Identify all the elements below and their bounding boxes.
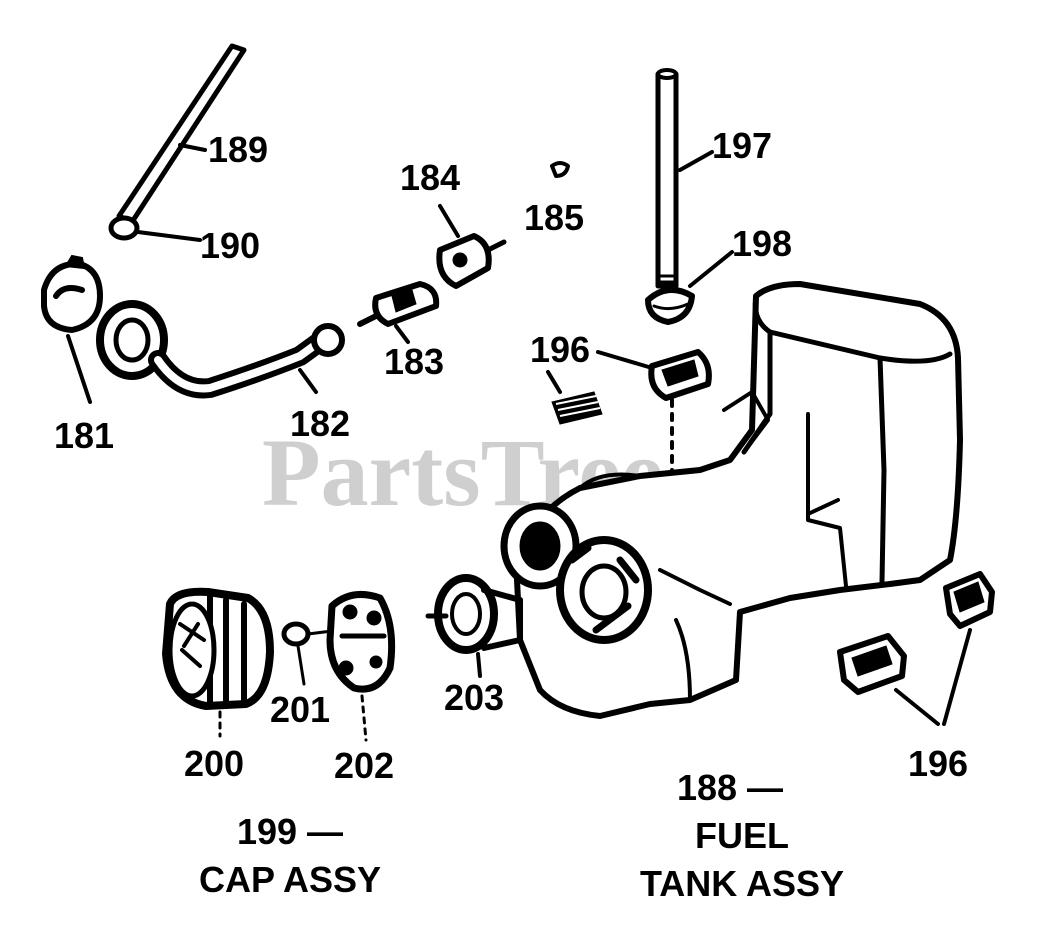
part-182-hose [96,300,345,399]
part-196-damper-a [837,633,940,726]
fuel-tank-assy-number: 188 — [677,767,783,808]
label-183: 183 [384,341,444,382]
fuel-tank-assy-name-line1: FUEL [695,815,789,856]
label-185: 185 [524,197,584,238]
part-200-cap [162,587,274,738]
part-203-neck-ring [425,574,523,678]
label-190: 190 [200,225,260,266]
label-189: 189 [208,129,268,170]
label-202: 202 [334,745,394,786]
label-196-right: 196 [908,743,968,784]
label-201: 201 [270,689,330,730]
part-190-filter [108,215,202,242]
label-184: 184 [400,157,460,198]
cap-assy-name: CAP ASSY [199,859,381,900]
part-183-fitting [357,281,440,344]
part-tank-filler-cap [500,502,652,644]
label-198: 198 [732,223,792,264]
part-184-valve [436,204,507,289]
part-196-spring [546,370,603,425]
label-200: 200 [184,743,244,784]
part-185-washer [550,161,570,178]
part-181-primer-bulb [41,254,103,404]
label-196-left: 196 [530,329,590,370]
cap-assy-number: 199 — [237,811,343,852]
label-182: 182 [290,403,350,444]
label-181: 181 [54,415,114,456]
fuel-tank-assy-name-line2: TANK ASSY [640,863,844,904]
part-201-o-ring [281,621,342,686]
label-203: 203 [444,677,504,718]
part-202-cap-vent [326,590,396,742]
part-197-vent-tube [655,68,714,289]
label-197: 197 [712,125,772,166]
part-198-grommet [645,250,734,325]
part-196-damper-b [942,571,995,726]
